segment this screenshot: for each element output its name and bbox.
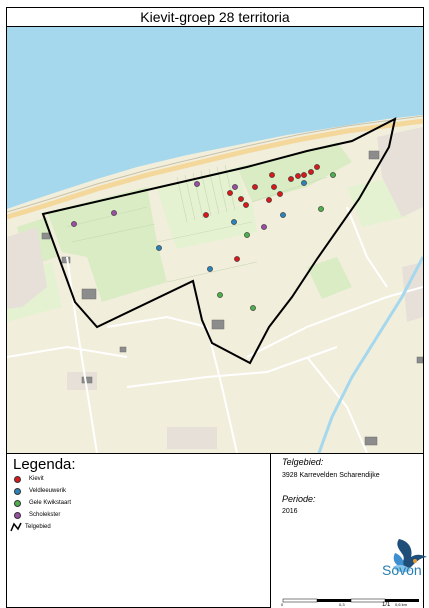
scale-bar-graphic [282,598,419,603]
legend-label-scholekster: Scholekster [29,512,61,518]
map-frame[interactable] [6,27,424,453]
territory-marker-kievit[interactable] [301,172,307,178]
legend-heading: Legenda: [13,456,76,473]
legend-dot-kievit [14,475,21,483]
drainage-canal [317,256,423,453]
territory-marker-scholekster[interactable] [261,224,267,230]
territory-marker-scholekster[interactable] [111,210,117,216]
territory-marker-kievit[interactable] [203,212,209,218]
legend-dot-gele-kwikstaart [14,499,21,507]
territory-marker-scholekster[interactable] [232,184,238,190]
territory-marker-kievit[interactable] [269,172,275,178]
scale-tick-0: 0 [281,602,284,607]
territory-marker-gele-kwikstaart[interactable] [250,305,256,311]
legend-item-gele-kwikstaart: Gele Kwikstaart [14,498,71,508]
info-panel: Telgebied: 3928 Karrevelden Scharendijke… [271,453,427,608]
legend-dot-scholekster [14,511,21,519]
sovon-logo-text: Sovon [382,562,422,578]
scale-tick-2: 0,6 km [395,602,408,607]
scale-bar: 0 0,3 0,6 km [281,592,421,608]
territory-marker-scholekster[interactable] [194,181,200,187]
water-body [7,27,423,209]
territory-marker-gele-kwikstaart[interactable] [318,206,324,212]
territory-marker-veldleeuwerik[interactable] [280,212,286,218]
territory-marker-kievit[interactable] [234,256,240,262]
legend-label-telgebied: Telgebied [25,524,51,530]
territory-marker-veldleeuwerik[interactable] [231,219,237,225]
period-value: 2016 [282,508,298,515]
scale-ratio: 1/1 [382,602,391,608]
parcel-lines [66,164,328,283]
legend-label-kievit: Kievit [29,476,44,482]
legend-dot-veldleeuwerik [14,487,21,495]
map-canvas[interactable] [7,27,423,453]
territory-marker-kievit[interactable] [227,190,233,196]
territory-marker-kievit[interactable] [238,196,244,202]
territory-marker-veldleeuwerik[interactable] [301,180,307,186]
territory-marker-kievit[interactable] [314,164,320,170]
territory-marker-gele-kwikstaart[interactable] [244,232,250,238]
legend-item-kievit: Kievit [14,474,44,484]
territory-marker-kievit[interactable] [243,202,249,208]
territory-marker-kievit[interactable] [308,169,314,175]
farm-buildings [41,150,423,446]
territory-marker-scholekster[interactable] [71,221,77,227]
territory-marker-gele-kwikstaart[interactable] [217,292,223,298]
area-value: 3928 Karrevelden Scharendijke [282,472,380,479]
boundary-line-icon [10,522,22,532]
dike-edge [7,115,423,213]
sovon-bird-icon [393,539,427,573]
territory-marker-veldleeuwerik[interactable] [156,245,162,251]
scale-tick-1: 0,3 [339,602,345,607]
territory-marker-kievit[interactable] [266,197,272,203]
period-heading: Periode: [282,494,316,504]
territory-marker-gele-kwikstaart[interactable] [330,172,336,178]
area-heading: Telgebied: [282,457,324,467]
territory-marker-kievit[interactable] [252,184,258,190]
territory-marker-kievit[interactable] [288,176,294,182]
territory-marker-kievit[interactable] [277,191,283,197]
dike-road [7,118,423,220]
survey-area-boundary [41,117,397,365]
legend-item-scholekster: Scholekster [14,510,60,520]
legend-item-veldleeuwerik: Veldleeuwerik [14,486,66,496]
territory-marker-kievit[interactable] [295,173,301,179]
territory-markers [71,164,336,311]
legend-item-telgebied: Telgebied [10,522,51,532]
map-title: Kievit-groep 28 territoria [6,7,424,27]
legend-label-gele-kwikstaart: Gele Kwikstaart [29,500,72,506]
legend-label-veldleeuwerik: Veldleeuwerik [29,488,67,494]
territory-marker-kievit[interactable] [271,184,277,190]
legend-panel: Legenda: Kievit Veldleeuwerik Gele Kwiks… [6,453,271,608]
territory-marker-veldleeuwerik[interactable] [207,266,213,272]
